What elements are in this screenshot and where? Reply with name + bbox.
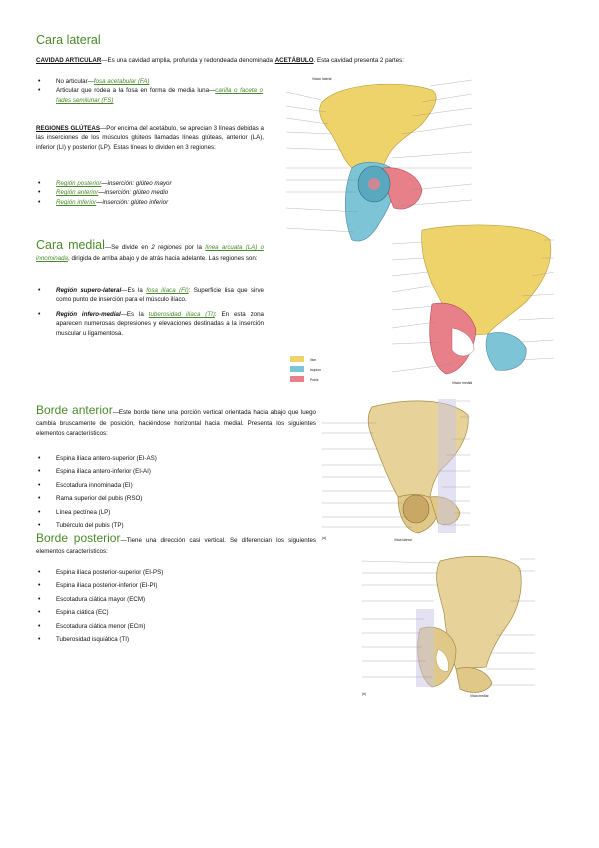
list-item: Escotadura ciática mayor (ECM) <box>38 593 298 607</box>
intro-b: por la <box>181 244 206 251</box>
intro-regiones: 2 regiones <box>151 244 182 251</box>
list-item: Articular que rodea a la fosa en forma d… <box>38 86 263 105</box>
item-tail: —inserción: glúteo inferior <box>96 198 169 206</box>
region-posterior-link[interactable]: Región posterior <box>56 180 102 187</box>
cavidad-text-b: . Esta cavidad presenta 2 partes: <box>313 57 404 64</box>
fig-a-leader-lines <box>322 400 470 528</box>
item-tail: : Superficie lisa que sirve como punto d… <box>56 287 264 304</box>
item-tail: —inserción: glúteo medio <box>98 189 169 197</box>
regiones-paragraph: REGIONES GLÚTEAS—Por encima del acetábul… <box>36 124 264 152</box>
item-lead: Región infero-medial <box>56 310 121 318</box>
list-item: Espina ilíaca antero-inferior (EI-AI) <box>38 465 298 479</box>
fig-b-letter: (b) <box>362 692 366 696</box>
region-inferior-link[interactable]: Región inferior <box>56 198 97 206</box>
borde-anterior-list: Espina ilíaca antero-superior (EI-AS) Es… <box>38 452 298 533</box>
borde-posterior-list: Espina ilíaca posterior-superior (EI-PS)… <box>38 566 298 647</box>
borde-posterior-intro: —Tiene una dirección casi vertical. Se d… <box>36 537 316 555</box>
borde-anterior-paragraph: Borde anterior—Este borde tiene una porc… <box>36 403 316 440</box>
fosa-iliaca-link[interactable]: fosa ilíaca (FI) <box>146 287 189 294</box>
list-item: Región anterior—inserción: glúteo medio <box>38 188 263 198</box>
list-item: Rama superior del pubis (RSO) <box>38 492 298 506</box>
cavidad-text-a: —Es una cavidad amplia, profunda y redon… <box>101 57 275 64</box>
list-item: Región inferior—inserción: glúteo inferi… <box>38 198 263 208</box>
list-item: Espina ciática (EC) <box>38 606 298 620</box>
intro-a: —Se divide en <box>104 244 152 251</box>
list-item: Espina ilíaca antero-superior (EI-AS) <box>38 452 298 466</box>
list-item: Escotadura innominada (EI) <box>38 479 298 493</box>
fig-b-caption: Vista medial <box>470 694 489 698</box>
list-item: Región infero-medial—Es la tuberosidad i… <box>38 310 264 338</box>
legend-isquion: Isquion <box>310 368 321 372</box>
list-item: Espina ilíaca posterior-superior (EI-PS) <box>38 566 298 580</box>
legend-pubis: Pubis <box>310 378 319 382</box>
list-item: Tubérculo del pubis (TP) <box>38 519 298 533</box>
regiones-list: Región posterior—inserción: glúteo mayor… <box>38 179 263 208</box>
item-tail: : En esta zona aparecen numerosas depres… <box>56 310 264 337</box>
item-lead: No articular— <box>56 78 94 85</box>
fig-a-letter: (a) <box>322 536 326 540</box>
intro-c: , dirigida de arriba abajo y de atrás ha… <box>68 254 258 262</box>
linea-arcuata-link[interactable]: línea arcuata (LA) o innominada <box>36 244 265 262</box>
partes-list: No articular—fosa acetabular (FA) Articu… <box>38 77 263 105</box>
hip-bone-lateral-figure: (a) Vista lateral <box>322 399 470 542</box>
legend-ilion: Ilion <box>310 358 316 362</box>
list-item: Línea pectínea (LP) <box>38 506 298 520</box>
list-item: Tuberosidad isquiática (TI) <box>38 633 298 647</box>
tuberosidad-iliaca-link[interactable]: tuberosidad ilíaca (TI) <box>148 310 215 318</box>
regiones-text: —Por encima del acetábulo, se aprecian 3… <box>36 125 264 151</box>
item-lead: Articular que rodea a la fosa en forma d… <box>56 87 216 95</box>
borde-posterior-paragraph: Borde posterior—Tiene una dirección casi… <box>36 531 316 557</box>
fig-b-leader-lines <box>361 558 535 686</box>
item-mid: —Es la <box>121 287 147 294</box>
medial-caption: Visión medial <box>452 381 472 385</box>
lateral-labels <box>285 79 473 233</box>
list-item: No articular—fosa acetabular (FA) <box>38 77 263 87</box>
section-title-borde-anterior: Borde anterior <box>36 403 113 417</box>
cara-medial-list: Región supero-lateral—Es la fosa ilíaca … <box>38 286 264 338</box>
item-lead: Región supero-lateral <box>56 287 122 294</box>
section-title-borde-posterior: Borde posterior <box>36 531 121 545</box>
hip-bone-medial-figure: (b) Vista medial <box>361 555 535 698</box>
item-mid: —Es la <box>120 310 149 318</box>
region-anterior-link[interactable]: Región anterior <box>56 189 99 197</box>
list-item: Región supero-lateral—Es la fosa ilíaca … <box>38 286 264 305</box>
carilla-semilunar-link[interactable]: carilla o faceta o fades semilunar (FS) <box>56 87 263 104</box>
lateral-caption: Visión lateral <box>312 77 332 81</box>
acetabulo-term: ACETÁBULO <box>274 57 314 64</box>
fig-a-caption: Vista lateral <box>394 538 412 542</box>
borde-anterior-intro: —Este borde tiene una porción vertical o… <box>36 409 316 437</box>
regiones-label: REGIONES GLÚTEAS <box>36 125 101 132</box>
list-item: Espina ilíaca posterior-inferior (EI-PI) <box>38 579 298 593</box>
medial-view-illustration <box>421 224 552 375</box>
item-tail: —inserción: glúteo mayor <box>101 180 172 187</box>
cara-medial-paragraph: Cara medial—Se divide en 2 regiones por … <box>36 238 265 264</box>
fosa-acetabular-link[interactable]: fosa acetabular (FA) <box>93 78 150 85</box>
cavidad-label: CAVIDAD ARTICULAR <box>36 57 102 64</box>
lateral-view-illustration <box>319 83 437 242</box>
section-title-cara-medial: Cara medial <box>36 238 105 252</box>
list-item: Escotadura ciática menor (ECm) <box>38 620 298 634</box>
color-legend: Ilion Isquion Pubis <box>290 356 321 382</box>
list-item: Región posterior—inserción: glúteo mayor <box>38 179 263 189</box>
medial-labels <box>391 239 555 373</box>
cavidad-paragraph: CAVIDAD ARTICULAR—Es una cavidad amplia,… <box>36 56 516 65</box>
hip-bone-colored-figure: Visión lateral Visión medial Ilion Isqui… <box>285 77 555 385</box>
section-title-cara-lateral: Cara lateral <box>36 33 101 47</box>
